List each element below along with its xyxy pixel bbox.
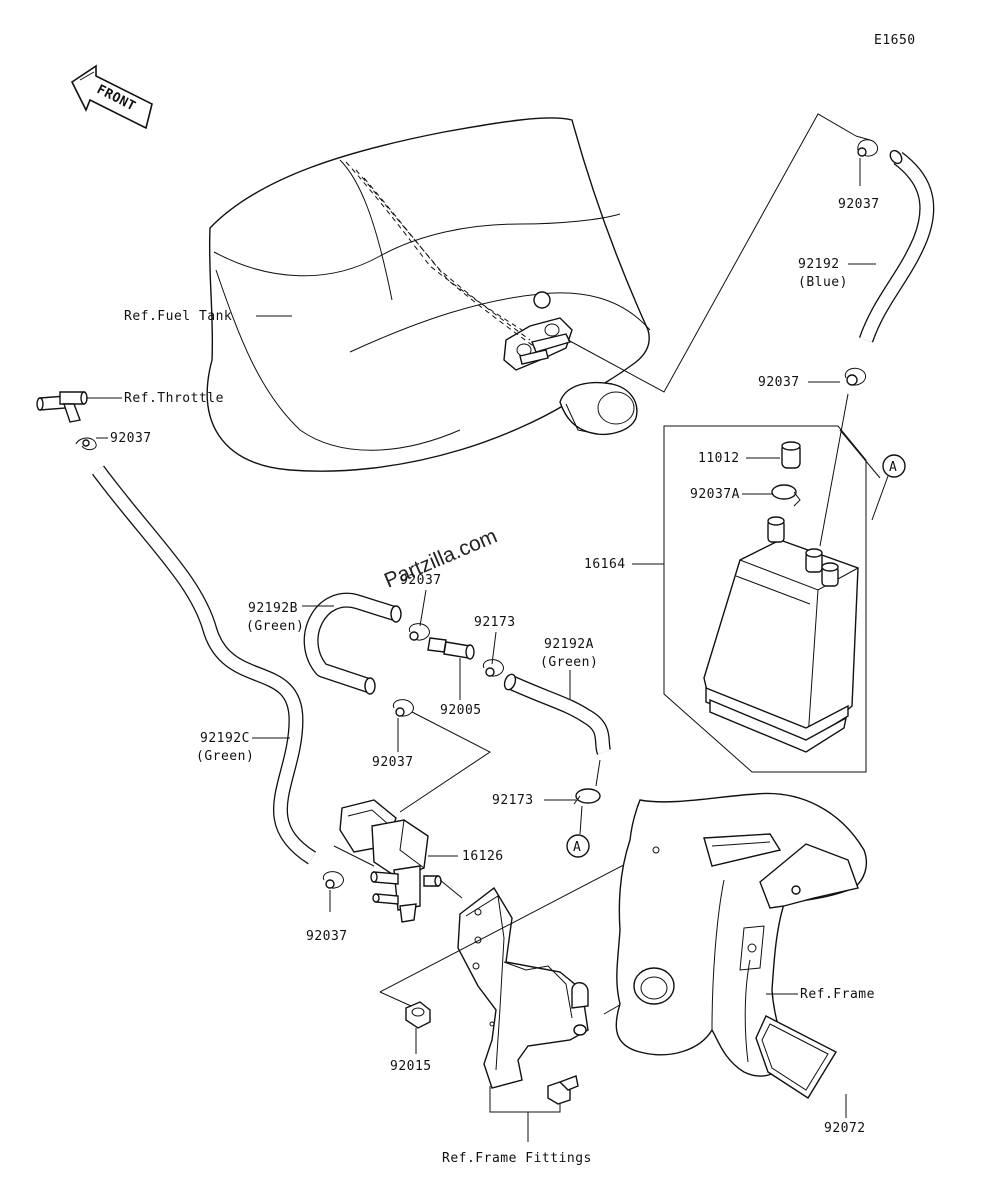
label-ref-fuel-tank: Ref.Fuel Tank	[124, 309, 232, 324]
cap-icon	[781, 441, 801, 469]
clamp-throttle-icon	[75, 437, 97, 451]
front-arrow-icon: FRONT	[70, 64, 153, 130]
label-cap: 11012	[698, 451, 740, 466]
label-ref-throttle: Ref.Throttle	[124, 391, 224, 406]
label-canister: 16164	[584, 557, 626, 572]
label-nut: 92015	[390, 1059, 432, 1074]
seal-icon	[755, 1015, 837, 1099]
label-clamp-throttle: 92037	[110, 431, 152, 446]
clamp-blue-low-icon	[844, 367, 866, 386]
clamp-92173-top-icon	[482, 659, 504, 677]
clamp-b-low-icon	[392, 699, 414, 717]
hose-b	[303, 592, 402, 695]
marker-a-low: A	[573, 840, 581, 855]
valve-16126	[339, 799, 442, 923]
clamp-top-icon	[855, 135, 878, 157]
label-hose-b-part: 92192B	[248, 601, 298, 616]
frame	[615, 792, 868, 1077]
throttle-fitting-icon	[36, 391, 88, 423]
label-clamp-b-low: 92037	[372, 755, 414, 770]
label-hose-c-part: 92192C	[200, 731, 250, 746]
label-ref-frame: Ref.Frame	[800, 987, 875, 1002]
marker-a-top: A	[889, 460, 897, 475]
label-fitting: 92005	[440, 703, 482, 718]
label-clamp-92173-top: 92173	[474, 615, 516, 630]
label-valve: 16126	[462, 849, 504, 864]
clamp-cap-icon	[771, 484, 801, 507]
label-seal: 92072	[824, 1121, 866, 1136]
label-hose-a-part: 92192A	[544, 637, 594, 652]
label-hose-a-color: (Green)	[540, 655, 598, 670]
label-hose-blue-part: 92192	[798, 257, 840, 272]
label-clamp-top: 92037	[838, 197, 880, 212]
nut-icon	[405, 1001, 431, 1029]
hose-c	[91, 465, 317, 865]
bracket	[457, 886, 589, 1089]
label-hose-b-color: (Green)	[246, 619, 304, 634]
label-clamp-92173-low: 92173	[492, 793, 534, 808]
label-hose-c-color: (Green)	[196, 749, 254, 764]
label-clamp-cap: 92037A	[690, 487, 740, 502]
label-clamp-c-low: 92037	[306, 929, 348, 944]
label-ref-frame-fittings: Ref.Frame Fittings	[442, 1151, 592, 1166]
canister	[703, 516, 859, 753]
clamp-92173-low-icon	[573, 788, 601, 805]
clamp-c-low-icon	[322, 871, 344, 889]
clamp-b-top-icon	[408, 623, 430, 641]
label-hose-blue-color: (Blue)	[798, 275, 848, 290]
bolt-icon	[547, 1075, 579, 1105]
fitting-92005-icon	[427, 637, 475, 660]
label-clamp-blue-low: 92037	[758, 375, 800, 390]
diagram-code: E1650	[874, 33, 916, 48]
hose-a	[503, 673, 612, 755]
fuel-tank	[206, 117, 651, 472]
label-clamp-b-top: 92037	[400, 573, 442, 588]
hose-blue	[858, 149, 935, 343]
